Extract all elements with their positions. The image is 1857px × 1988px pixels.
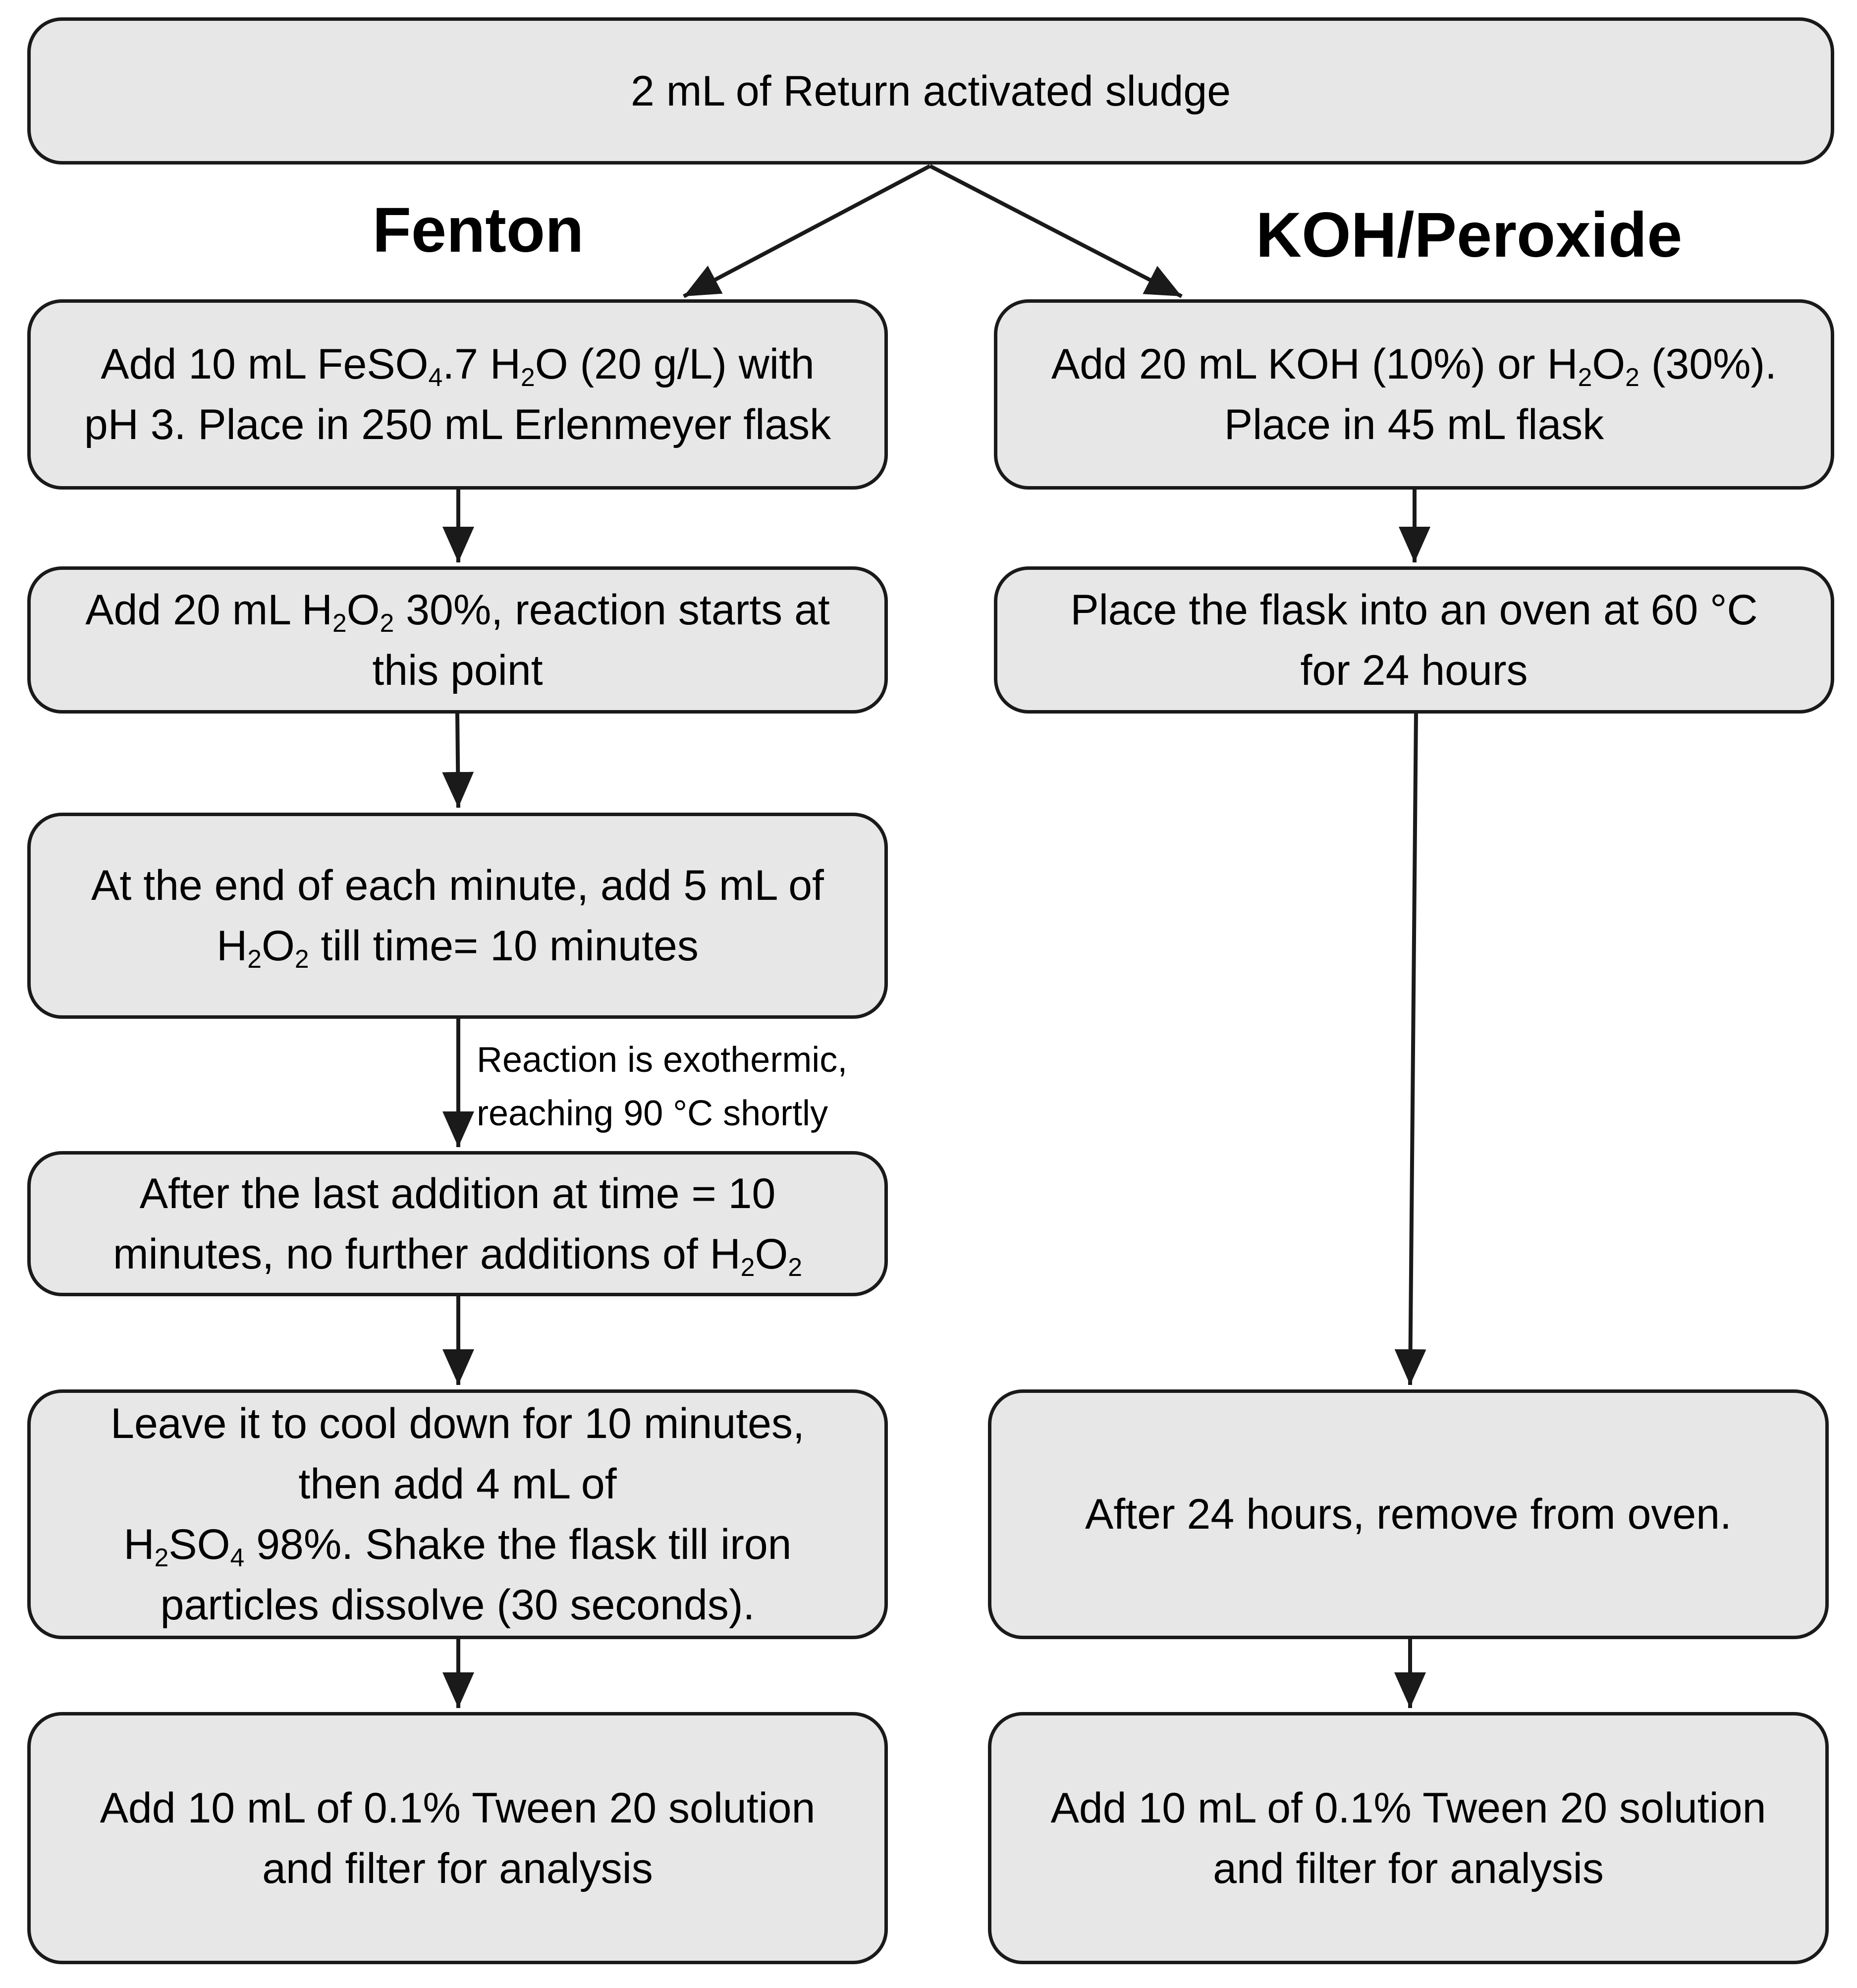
fenton-step-6: Add 10 mL of 0.1% Tween 20 solution and … (27, 1712, 888, 1964)
fenton-step-2-line-1: Add 20 mL H2O2 30%, reaction starts at (85, 586, 830, 637)
arrow-fenton-2-3 (442, 713, 474, 808)
exothermic-note-line-2: reaching 90 °C shortly (477, 1094, 828, 1133)
top-box: 2 mL of Return activated sludge (27, 17, 1834, 165)
koh-step-3-line-1: After 24 hours, remove from oven. (1085, 1491, 1732, 1538)
fenton-step-1: Add 10 mL FeSO4.7 H2O (20 g/L) with pH 3… (27, 299, 888, 490)
koh-step-1: Add 20 mL KOH (10%) or H2O2 (30%). Place… (994, 299, 1834, 490)
exothermic-note-line-1: Reaction is exothermic, (477, 1040, 848, 1080)
koh-step-4-line-1: Add 10 mL of 0.1% Tween 20 solution (1050, 1784, 1766, 1832)
fenton-step-3-line-1: At the end of each minute, add 5 mL of (91, 862, 824, 909)
fenton-step-2: Add 20 mL H2O2 30%, reaction starts at t… (27, 566, 888, 714)
fenton-step-4-line-2: minutes, no further additions of H2O2 (112, 1230, 803, 1281)
koh-step-4: Add 10 mL of 0.1% Tween 20 solution and … (988, 1712, 1829, 1964)
fenton-step-3-line-2: H2O2 till time= 10 minutes (217, 922, 699, 974)
koh-step-2-line-1: Place the flask into an oven at 60 °C (1070, 586, 1758, 634)
koh-step-2: Place the flask into an oven at 60 °C fo… (994, 566, 1834, 714)
koh-step-1-line-2: Place in 45 mL flask (1224, 401, 1604, 448)
fenton-step-6-line-1: Add 10 mL of 0.1% Tween 20 solution (100, 1784, 816, 1832)
koh-step-2-line-2: for 24 hours (1300, 646, 1528, 694)
fenton-step-1-line-2: pH 3. Place in 250 mL Erlenmeyer flask (84, 401, 831, 448)
fenton-step-3: At the end of each minute, add 5 mL of H… (27, 813, 888, 1019)
koh-step-1-line-1: Add 20 mL KOH (10%) or H2O2 (30%). (1051, 340, 1777, 392)
koh-step-3: After 24 hours, remove from oven. (988, 1389, 1829, 1639)
arrow-top-to-fenton (683, 164, 931, 298)
fenton-step-6-line-2: and filter for analysis (262, 1844, 653, 1892)
fenton-step-5: Leave it to cool down for 10 minutes, th… (27, 1389, 888, 1639)
fenton-step-5-line-3: H2SO4 98%. Shake the flask till iron (123, 1521, 792, 1572)
top-box-label: 2 mL of Return activated sludge (630, 67, 1231, 115)
heading-koh-peroxide: KOH/Peroxide (1256, 200, 1683, 271)
fenton-step-4: After the last addition at time = 10 min… (27, 1151, 888, 1296)
exothermic-note: Reaction is exothermic, reaching 90 °C s… (477, 1033, 847, 1140)
fenton-step-5-line-2: then add 4 mL of (298, 1460, 617, 1508)
heading-fenton: Fenton (372, 195, 584, 266)
fenton-step-1-line-1: Add 10 mL FeSO4.7 H2O (20 g/L) with (101, 340, 815, 392)
fenton-step-2-line-2: this point (372, 646, 543, 694)
arrow-koh-2-3 (1394, 713, 1426, 1385)
fenton-step-4-line-1: After the last addition at time = 10 (139, 1169, 776, 1217)
koh-step-4-line-2: and filter for analysis (1213, 1844, 1604, 1892)
fenton-step-5-line-1: Leave it to cool down for 10 minutes, (110, 1400, 805, 1447)
arrow-top-to-koh (929, 164, 1183, 298)
fenton-step-5-line-4: particles dissolve (30 seconds). (160, 1581, 755, 1629)
